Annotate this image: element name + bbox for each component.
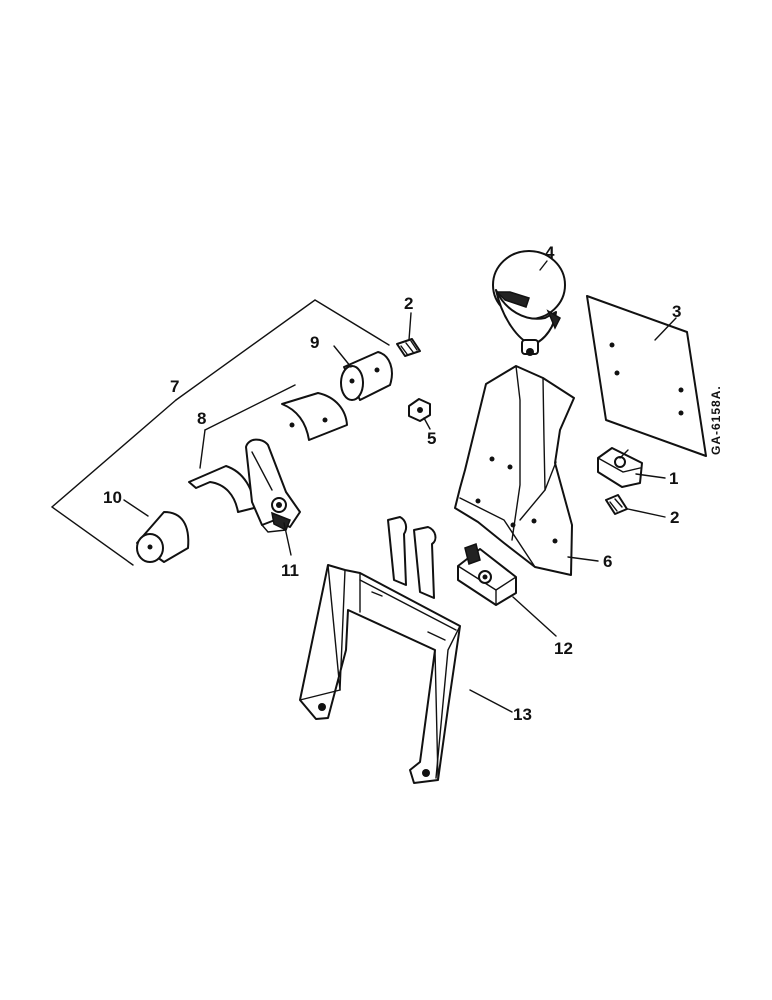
callout-5: 5 — [427, 429, 436, 448]
drawing-code: GA-6158A. — [709, 385, 723, 455]
callout-6: 6 — [603, 552, 612, 571]
callout-2-upper: 2 — [404, 294, 413, 313]
callout-11: 11 — [281, 561, 299, 580]
callout-10: 10 — [103, 488, 122, 507]
part-13-frame — [299, 516, 461, 784]
part-9-cylinder — [340, 351, 393, 401]
part-3-plate — [586, 295, 707, 457]
callout-1: 1 — [669, 469, 678, 488]
callout-labels: 1 2 3 4 5 6 7 8 9 10 11 12 13 2 — [103, 243, 681, 724]
part-2-bolt-upper — [396, 338, 421, 357]
part-1-switch — [597, 447, 643, 488]
part-5-nut — [408, 398, 431, 422]
part-12-clamp — [457, 543, 517, 606]
callout-2-lower: 2 — [670, 508, 679, 527]
callout-9: 9 — [310, 333, 319, 352]
callout-7: 7 — [170, 377, 179, 396]
leader-lines — [123, 260, 677, 713]
callout-13: 13 — [513, 705, 532, 724]
part-2-bolt-lower — [605, 494, 628, 515]
callout-12: 12 — [554, 639, 573, 658]
part-8-shell-lower — [188, 465, 255, 513]
part-6-bracket — [454, 365, 575, 576]
callout-8: 8 — [197, 409, 206, 428]
callout-4: 4 — [545, 243, 555, 262]
assembly-bracket-8 — [204, 384, 296, 431]
part-11-arm — [245, 438, 301, 533]
assembly-bracket-7 — [175, 299, 390, 401]
part-8-shell-upper — [281, 392, 348, 441]
callout-3: 3 — [672, 302, 681, 321]
part-10-cylinder — [136, 511, 190, 563]
part-4-lamp — [492, 250, 566, 356]
